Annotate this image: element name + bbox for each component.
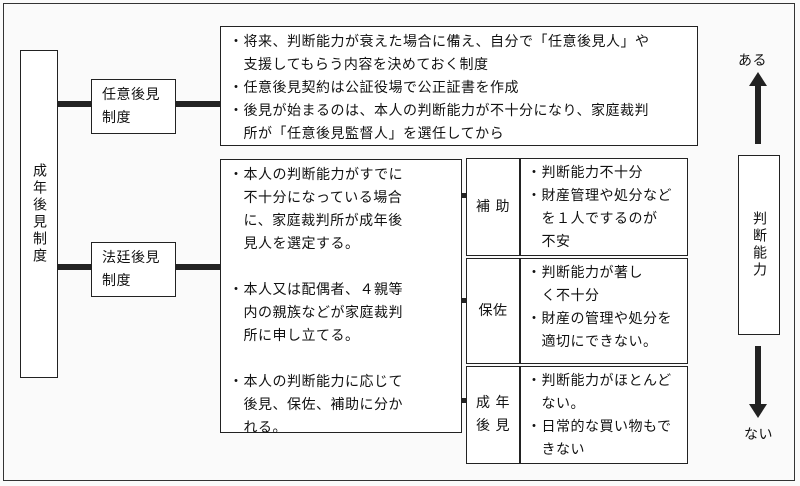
- statutory-label-line1: 法廷後見: [102, 250, 160, 266]
- voluntary-bullet-1: 支援してもらう内容を決めておく制度: [229, 57, 489, 73]
- type-kouken-line-1: ない。: [527, 396, 585, 412]
- connector-root-statutory: [58, 264, 91, 270]
- voluntary-desc-box: ・将来、判断能力が衰えた場合に備え、自分で「任意後見人」や 支援してもらう内容を…: [220, 26, 698, 146]
- statutory-line-3: 見人を選定する。: [229, 236, 360, 252]
- type-hojo-line-0: ・判断能力不十分: [527, 165, 643, 181]
- type-kouken-desc-box: ・判断能力がほとんど ない。 ・日常的な買い物もで きない: [520, 366, 688, 464]
- voluntary-bullet-3: ・後見が始まるのは、本人の判断能力が不十分になり、家庭裁判: [229, 103, 649, 119]
- type-hojo-line-1: ・財産管理や処分など: [527, 188, 672, 204]
- type-kouken-name-line1: 成 年: [476, 395, 510, 411]
- type-kouken-line-0: ・判断能力がほとんど: [527, 373, 672, 389]
- voluntary-label-box: 任意後見 制度: [91, 79, 176, 134]
- type-hojo-line-3: 不安: [527, 234, 571, 250]
- type-kouken-line-3: きない: [527, 442, 585, 458]
- type-hosa-line-2: ・財産の管理や処分を: [527, 311, 672, 327]
- scale-label: 判断能力: [751, 211, 767, 279]
- connector-root-voluntary: [58, 101, 91, 107]
- statutory-line-9: ・本人の判断能力に応じて: [229, 374, 403, 390]
- statutory-line-7: 所に申し立てる。: [229, 328, 360, 344]
- statutory-line-8: [229, 348, 453, 371]
- connector-to-hosa: [462, 298, 467, 303]
- voluntary-bullet-0: ・将来、判断能力が衰えた場合に備え、自分で「任意後見人」や: [229, 34, 650, 50]
- root-box: 成年後見制度: [20, 50, 58, 378]
- statutory-line-0: ・本人の判断能力がすでに: [229, 167, 404, 183]
- scale-top-label: ある: [738, 53, 767, 69]
- type-kouken-name-line2: 後 見: [476, 418, 510, 434]
- type-hosa-name: 保佐: [478, 302, 508, 319]
- root-label: 成年後見制度: [31, 163, 47, 265]
- scale-bottom-label: ない: [744, 427, 773, 443]
- statutory-line-4: [229, 256, 453, 279]
- voluntary-bullet-4: 所が「任意後見監督人」を選任してから: [229, 126, 505, 142]
- type-kouken-line-2: ・日常的な買い物もで: [527, 419, 672, 435]
- scale-label-box: 判断能力: [738, 155, 780, 335]
- type-hosa-line-0: ・判断能力が著し: [527, 265, 643, 281]
- type-hojo-name: 補 助: [476, 198, 510, 215]
- statutory-line-6: 内の親族などが家庭裁判: [229, 305, 403, 321]
- statutory-line-2: に、家庭裁判所が成年後: [229, 213, 403, 229]
- scale-down-arrow-icon: [749, 346, 767, 418]
- statutory-label-line2: 制度: [102, 273, 131, 289]
- type-hosa-line-1: く不十分: [527, 288, 600, 304]
- connector-to-hojo: [462, 193, 467, 198]
- statutory-line-1: 不十分になっている場合: [229, 190, 403, 206]
- statutory-line-11: れる。: [229, 420, 287, 436]
- connector-statutory-desc: [176, 264, 220, 270]
- type-hosa-line-3: 適切にできない。: [527, 334, 658, 350]
- statutory-desc-box: ・本人の判断能力がすでに 不十分になっている場合 に、家庭裁判所が成年後 見人を…: [220, 159, 462, 436]
- type-hojo-line-2: を１人でするのが: [527, 211, 658, 227]
- scale-up-arrow-icon: [749, 72, 767, 144]
- statutory-line-5: ・本人又は配偶者、４親等: [229, 282, 403, 298]
- type-kouken-name-box: 成 年 後 見: [466, 366, 520, 464]
- type-hosa-desc-box: ・判断能力が著し く不十分 ・財産の管理や処分を 適切にできない。: [520, 258, 688, 364]
- voluntary-label-line2: 制度: [102, 110, 131, 126]
- statutory-label-box: 法廷後見 制度: [91, 242, 176, 297]
- voluntary-label-line1: 任意後見: [102, 87, 160, 103]
- connector-to-kouken: [462, 398, 467, 403]
- type-hojo-desc-box: ・判断能力不十分 ・財産管理や処分など を１人でするのが 不安: [520, 158, 688, 256]
- type-hojo-name-box: 補 助: [466, 158, 520, 256]
- statutory-line-10: 後見、保佐、補助に分か: [229, 397, 403, 413]
- type-hosa-name-box: 保佐: [466, 258, 520, 364]
- voluntary-bullet-2: ・任意後見契約は公証役場で公正証書を作成: [229, 80, 519, 96]
- connector-voluntary-desc: [176, 101, 220, 107]
